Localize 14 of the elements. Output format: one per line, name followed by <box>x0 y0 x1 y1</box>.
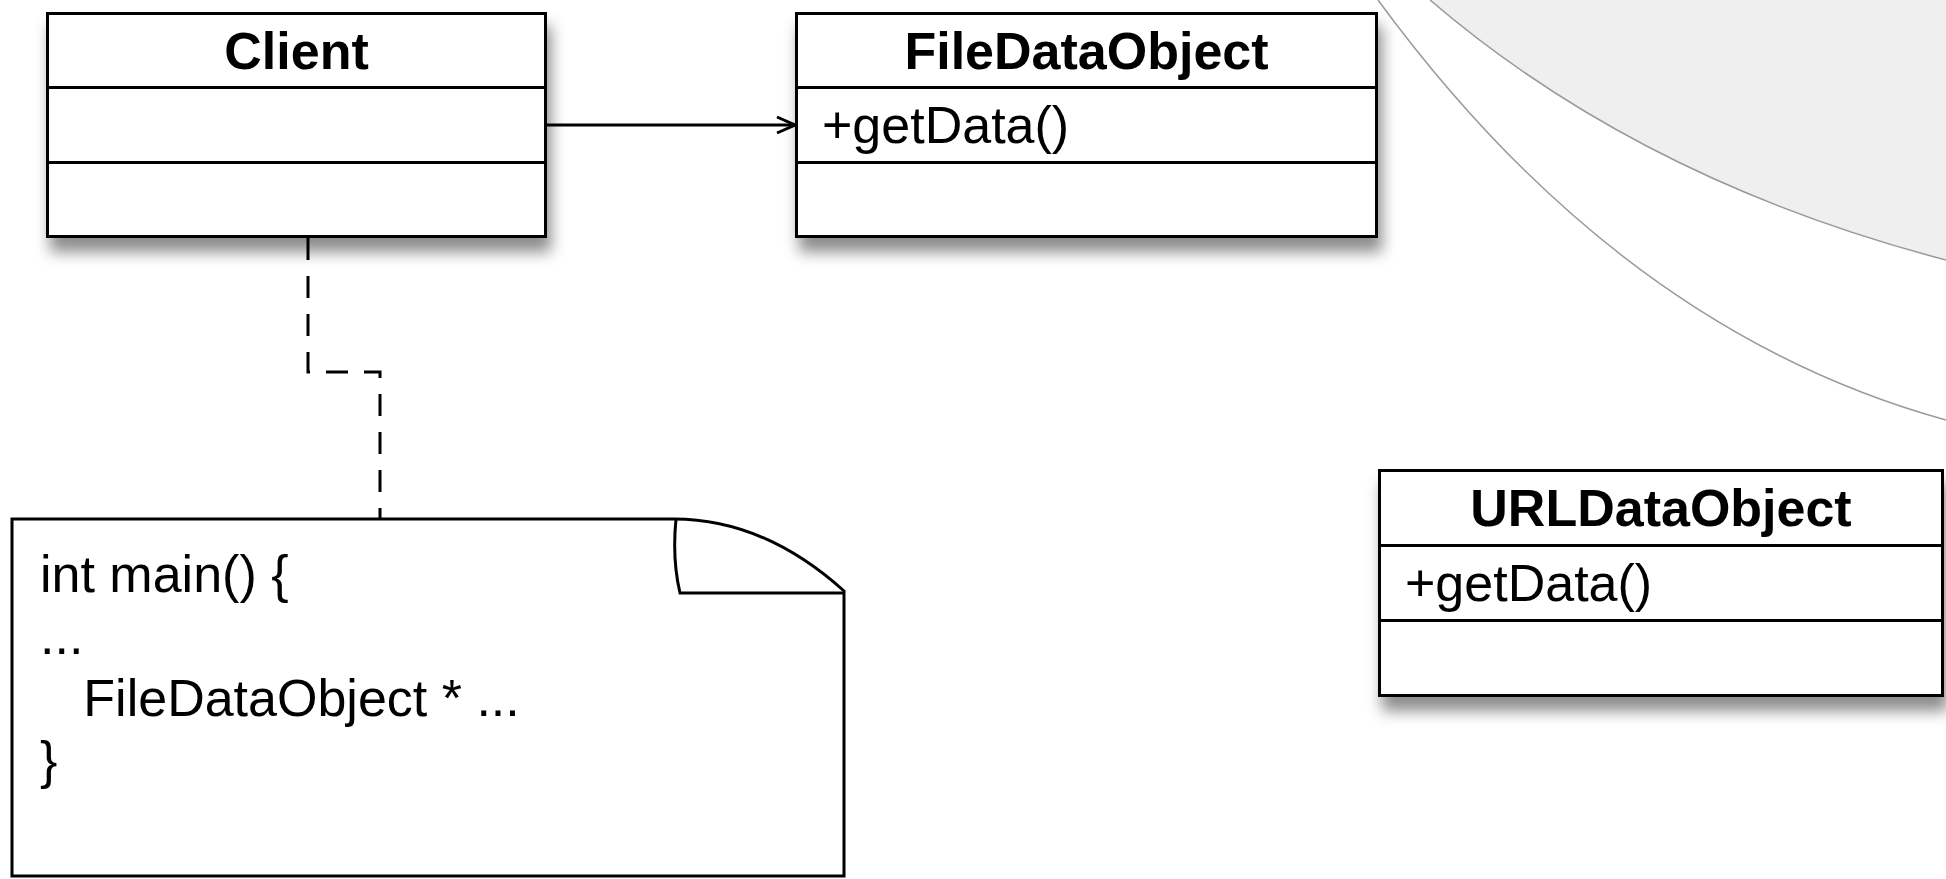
note-connector <box>306 238 382 519</box>
code-line: int main() { <box>40 544 290 605</box>
method-text: +getData() <box>1381 544 1941 619</box>
class-box <box>46 12 547 238</box>
class-name: FileDataObject <box>903 20 1270 82</box>
class-name: URLDataObject <box>1469 478 1853 539</box>
code-line: ... <box>40 606 85 667</box>
code-line: FileDataObject * ... <box>82 668 521 729</box>
class-box <box>1378 469 1944 697</box>
class-box <box>795 12 1378 238</box>
method-text: +getData() <box>798 86 1375 161</box>
class-name: Client <box>223 20 370 82</box>
association-arrow <box>547 115 797 135</box>
code-line: } <box>40 730 59 791</box>
